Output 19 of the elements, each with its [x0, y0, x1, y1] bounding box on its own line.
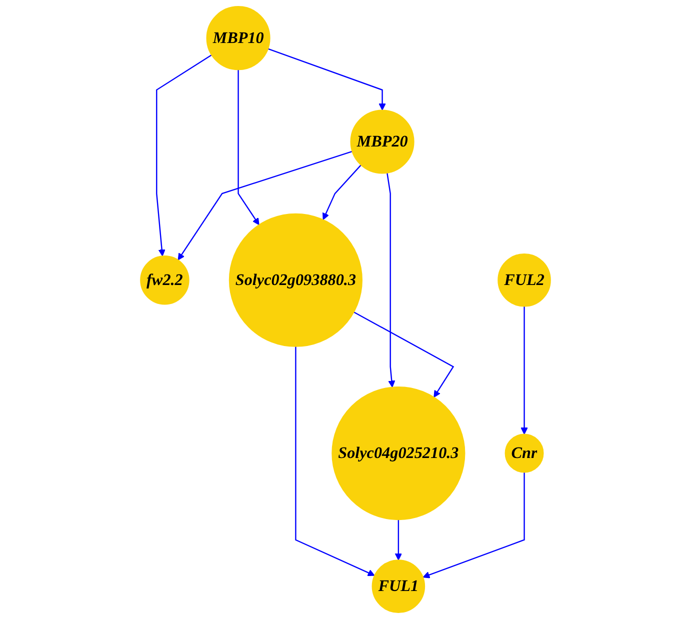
- node-circle: Solyc02g093880.3: [228, 213, 362, 347]
- arrow: [268, 48, 386, 110]
- arrow: [295, 346, 375, 576]
- arrow: [238, 70, 260, 226]
- arrow: [394, 520, 402, 560]
- arrow: [354, 312, 454, 398]
- arrow: [386, 172, 396, 388]
- arrow: [156, 54, 212, 256]
- arrow: [520, 306, 528, 435]
- arrow: [322, 164, 362, 220]
- node-circle: FUL1: [372, 560, 426, 613]
- node-circle: MBP10: [206, 6, 270, 70]
- node-circle: fw2.2: [140, 256, 190, 305]
- node-circle: FUL2: [498, 253, 551, 307]
- arrow: [178, 150, 352, 260]
- node-circle: Solyc04g025210.3: [332, 386, 466, 520]
- arrow: [422, 472, 525, 578]
- node-circle: MBP20: [350, 110, 414, 174]
- node-circle: Cnr: [504, 434, 544, 473]
